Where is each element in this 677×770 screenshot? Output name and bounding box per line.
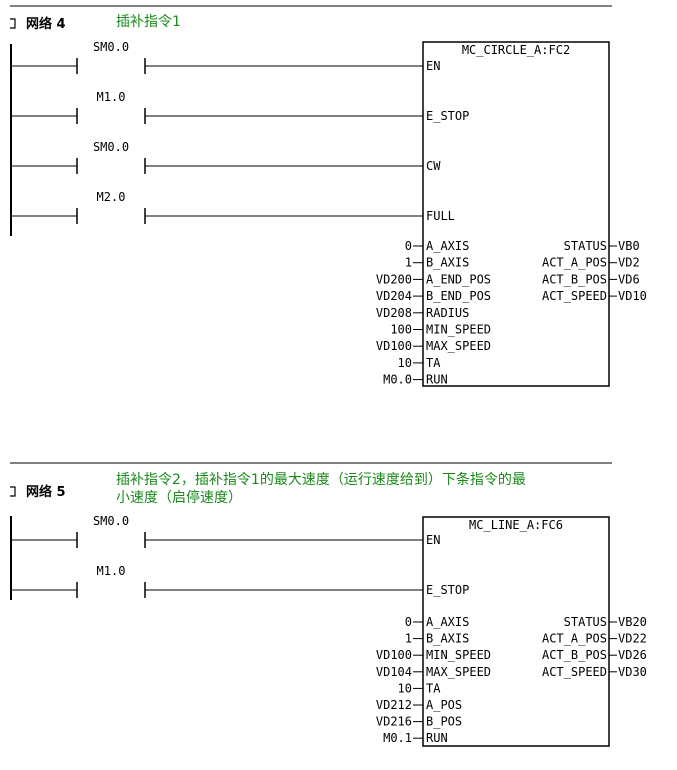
function-block xyxy=(422,516,610,747)
block-pin-label: TA xyxy=(426,356,441,370)
block-pin-label: CW xyxy=(426,159,441,173)
contact-address: M1.0 xyxy=(97,90,126,104)
block-pin-label: ACT_B_POS xyxy=(542,648,607,662)
input-value: 10 xyxy=(398,681,412,695)
function-block xyxy=(422,41,610,387)
network-comment: 插补指令1 xyxy=(116,14,181,30)
input-value: 1 xyxy=(405,632,412,646)
block-pin-label: RADIUS xyxy=(426,306,469,320)
input-value: 0 xyxy=(405,239,412,253)
output-value: VD6 xyxy=(618,272,640,286)
block-pin-label: FULL xyxy=(426,209,455,223)
input-value: 0 xyxy=(405,615,412,629)
block-pin-label: B_AXIS xyxy=(426,256,469,270)
network-collapse-icon xyxy=(10,486,16,497)
contact-address: M2.0 xyxy=(97,190,126,204)
block-pin-label: MAX_SPEED xyxy=(426,665,491,679)
output-value: VD30 xyxy=(618,665,647,679)
input-value: VD104 xyxy=(376,665,412,679)
block-pin-label: A_AXIS xyxy=(426,615,469,629)
network-comment: 插补指令2，插补指令1的最大速度（运行速度给到）下条指令的最 xyxy=(116,471,526,488)
input-value: VD212 xyxy=(376,698,412,712)
block-pin-label: A_POS xyxy=(426,698,462,712)
block-pin-label: MAX_SPEED xyxy=(426,339,491,353)
block-pin-label: ACT_A_POS xyxy=(542,256,607,270)
block-pin-label: ACT_A_POS xyxy=(542,632,607,646)
input-value: VD208 xyxy=(376,306,412,320)
block-pin-label: STATUS xyxy=(564,615,607,629)
contact-address: SM0.0 xyxy=(93,40,129,54)
block-pin-label: STATUS xyxy=(564,239,607,253)
input-value: 10 xyxy=(398,356,412,370)
network-label: 网络 5 xyxy=(26,484,66,500)
output-value: VB0 xyxy=(618,239,640,253)
output-value: VD2 xyxy=(618,256,640,270)
block-pin-label: B_END_POS xyxy=(426,289,491,303)
block-pin-label: B_AXIS xyxy=(426,632,469,646)
output-value: VB20 xyxy=(618,615,647,629)
block-pin-label: B_POS xyxy=(426,715,462,729)
network-collapse-icon xyxy=(10,18,16,29)
block-title: MC_CIRCLE_A:FC2 xyxy=(462,43,570,57)
block-pin-label: MIN_SPEED xyxy=(426,323,491,337)
contact-address: SM0.0 xyxy=(93,514,129,528)
block-pin-label: MIN_SPEED xyxy=(426,648,491,662)
input-value: M0.1 xyxy=(383,731,412,745)
contact-address: M1.0 xyxy=(97,564,126,578)
output-value: VD22 xyxy=(618,632,647,646)
network-label: 网络 4 xyxy=(26,16,66,32)
block-pin-label: EN xyxy=(426,533,440,547)
input-value: 1 xyxy=(405,256,412,270)
input-value: VD216 xyxy=(376,715,412,729)
block-pin-label: EN xyxy=(426,59,440,73)
input-value: 100 xyxy=(390,323,412,337)
block-pin-label: ACT_SPEED xyxy=(542,665,607,679)
input-value: VD100 xyxy=(376,648,412,662)
block-pin-label: E_STOP xyxy=(426,109,469,123)
block-pin-label: A_END_POS xyxy=(426,272,491,286)
input-value: VD200 xyxy=(376,272,412,286)
contact-address: SM0.0 xyxy=(93,140,129,154)
block-pin-label: RUN xyxy=(426,731,448,745)
block-pin-label: TA xyxy=(426,681,441,695)
network-comment: 小速度（启停速度） xyxy=(116,489,242,506)
block-pin-label: E_STOP xyxy=(426,583,469,597)
block-pin-label: ACT_B_POS xyxy=(542,272,607,286)
input-value: VD100 xyxy=(376,339,412,353)
input-value: VD204 xyxy=(376,289,412,303)
block-pin-label: RUN xyxy=(426,373,448,387)
block-pin-label: A_AXIS xyxy=(426,239,469,253)
input-value: M0.0 xyxy=(383,373,412,387)
block-pin-label: ACT_SPEED xyxy=(542,289,607,303)
output-value: VD10 xyxy=(618,289,647,303)
output-value: VD26 xyxy=(618,648,647,662)
block-title: MC_LINE_A:FC6 xyxy=(469,518,563,532)
